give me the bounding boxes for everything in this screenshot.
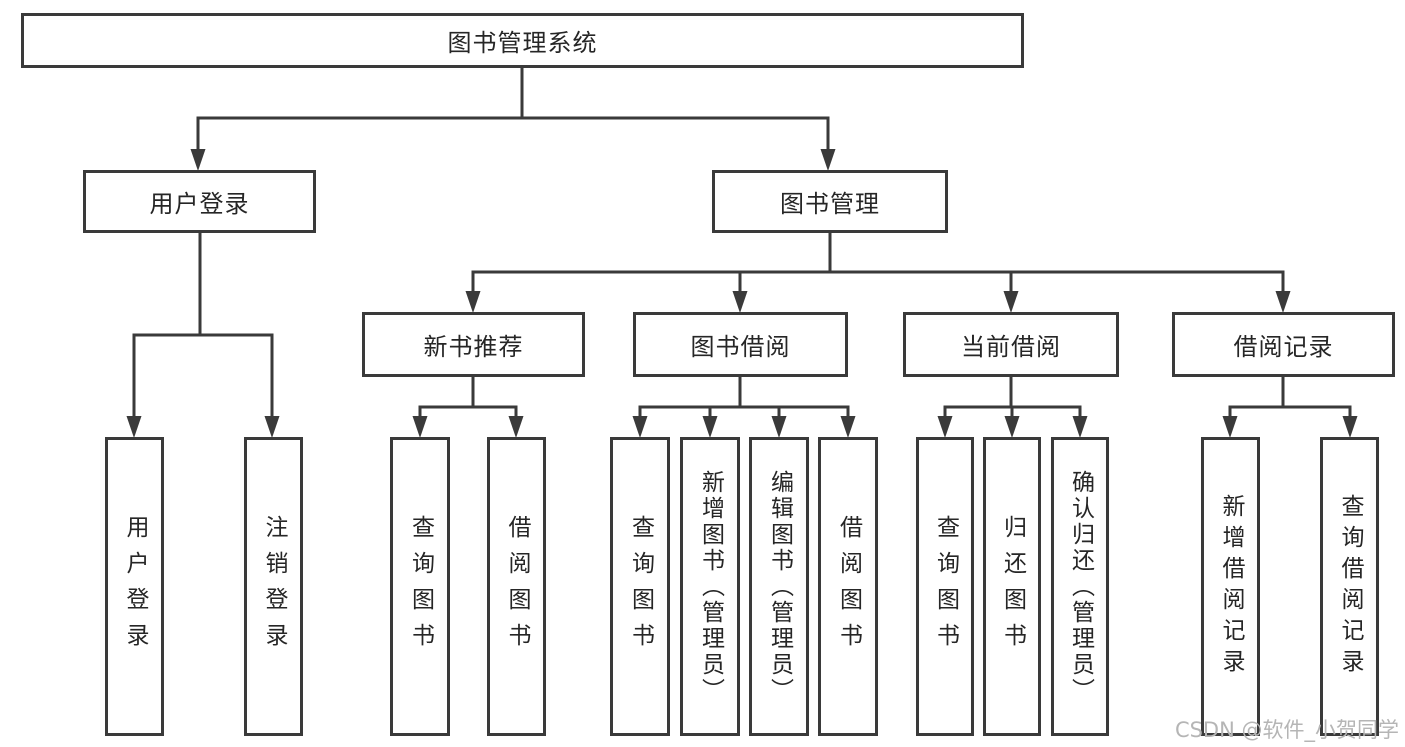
node-user-login: 用户登录 bbox=[83, 170, 316, 233]
node-book-borrow: 图书借阅 bbox=[633, 312, 848, 377]
leaf-confirm-return-admin: 确认归还（管理员） bbox=[1051, 437, 1109, 736]
leaf-query-borrow-record: 查询借阅记录 bbox=[1320, 437, 1379, 736]
node-book-management: 图书管理 bbox=[712, 170, 948, 233]
leaf-add-books-admin: 新增图书（管理员） bbox=[680, 437, 740, 736]
leaf-recommend-query-books: 查询图书 bbox=[390, 437, 450, 736]
leaf-current-query-books: 查询图书 bbox=[916, 437, 974, 736]
leaf-edit-books-admin: 编辑图书（管理员） bbox=[749, 437, 809, 736]
node-library-system: 图书管理系统 bbox=[21, 13, 1024, 68]
leaf-user-login: 用户登录 bbox=[105, 437, 164, 736]
node-new-book-recommend: 新书推荐 bbox=[362, 312, 585, 377]
csdn-watermark: CSDN @软件_小贺同学 bbox=[1174, 718, 1399, 742]
leaf-recommend-borrow-books: 借阅图书 bbox=[487, 437, 546, 736]
leaf-borrow-books: 借阅图书 bbox=[818, 437, 878, 736]
leaf-logout: 注销登录 bbox=[244, 437, 303, 736]
leaf-add-borrow-record: 新增借阅记录 bbox=[1201, 437, 1260, 736]
leaf-borrow-query-books: 查询图书 bbox=[610, 437, 670, 736]
node-current-borrow: 当前借阅 bbox=[903, 312, 1119, 377]
node-borrow-records: 借阅记录 bbox=[1172, 312, 1395, 377]
leaf-return-books: 归还图书 bbox=[983, 437, 1041, 736]
